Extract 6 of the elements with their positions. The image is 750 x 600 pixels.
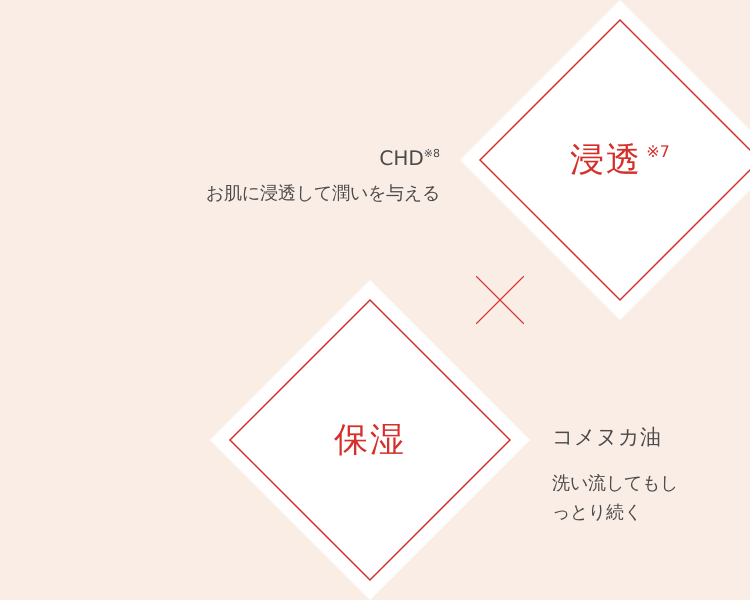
ingredient-name: CHD$^{※8}$ [379, 145, 440, 172]
diamond-label: 浸透$^{※7}$ [570, 139, 670, 182]
description-text: お肌に浸透して潤いを与える [206, 182, 440, 206]
diamond-label: 保湿 [334, 419, 406, 462]
ingredient-name: コメヌカ油 [552, 424, 661, 451]
description-text: 洗い流してもしっとり続く [552, 472, 678, 526]
